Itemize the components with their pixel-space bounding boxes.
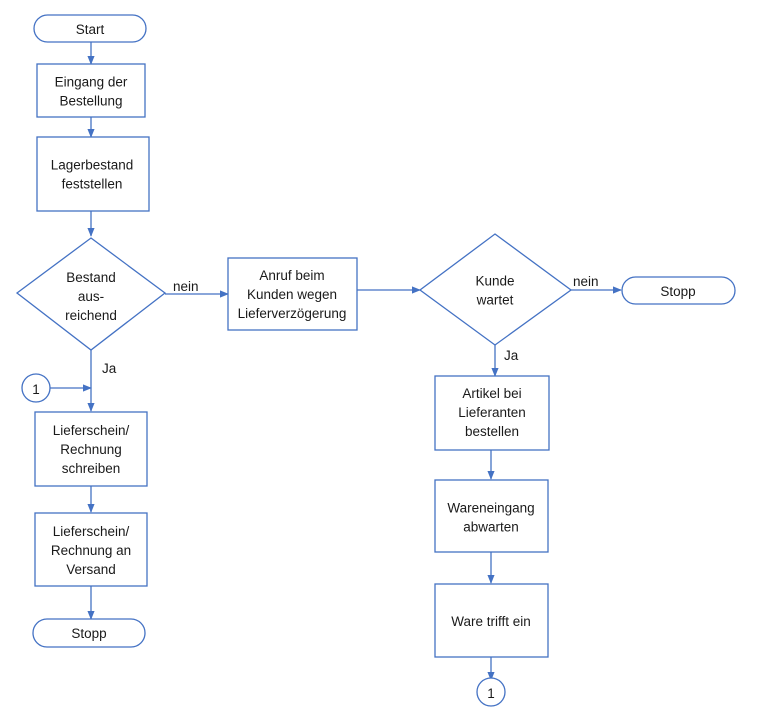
connector-1-bottom[interactable]: 1 xyxy=(476,677,506,707)
node-lagerbestand-feststellen[interactable]: Lagerbestand feststellen xyxy=(36,136,150,212)
versand-label-line: Rechnung an xyxy=(51,543,131,558)
node-lieferschein-an-versand[interactable]: Lieferschein/Rechnung an Versand xyxy=(34,512,148,587)
lieferschein-label-line: schreiben xyxy=(62,461,121,476)
versand-label-line: Versand xyxy=(66,562,116,577)
eingang-label-line: Bestellung xyxy=(59,94,122,109)
node-stopp-right[interactable]: Stopp xyxy=(621,276,736,305)
label-kunde-ja: Ja xyxy=(504,348,519,363)
anruf-label-line: Anruf beim xyxy=(259,268,324,283)
connector-bottom-label-line: 1 xyxy=(487,686,495,701)
node-lieferschein-schreiben[interactable]: Lieferschein/Rechnung schreiben xyxy=(34,411,148,487)
lieferschein-label-line: Rechnung xyxy=(60,442,122,457)
ware-label-line: Ware trifft ein xyxy=(451,614,531,629)
eingang-label-line: Eingang der xyxy=(55,75,128,90)
lagerbestand-label-line: feststellen xyxy=(62,177,123,192)
kunde-label-line: Kunde xyxy=(475,274,514,289)
label-bestand-nein: nein xyxy=(173,279,199,294)
decision-kunde-wartet[interactable]: Kunde wartet xyxy=(418,233,573,346)
artikel-label-line: bestellen xyxy=(465,424,519,439)
kunde-label-line: wartet xyxy=(476,293,514,308)
versand-label-line: Lieferschein/ xyxy=(53,524,130,539)
label-bestand-ja: Ja xyxy=(102,361,117,376)
artikel-label-line: Lieferanten xyxy=(458,405,526,420)
wareneingang-label-line: abwarten xyxy=(463,520,519,535)
anruf-label-line: Lieferverzögerung xyxy=(238,306,347,321)
node-start[interactable]: Start xyxy=(33,14,147,43)
anruf-label-line: Kunden wegen xyxy=(247,287,337,302)
connector-left-label-line: 1 xyxy=(32,382,40,397)
bestand-label-line: reichend xyxy=(65,308,117,323)
bestand-label-line: Bestand xyxy=(66,270,116,285)
node-wareneingang-abwarten[interactable]: Wareneingang abwarten xyxy=(434,479,549,553)
lieferschein-label-line: Lieferschein/ xyxy=(53,423,130,438)
edges xyxy=(50,42,622,681)
lagerbestand-label-line: Lagerbestand xyxy=(51,158,134,173)
connector-1-left[interactable]: 1 xyxy=(21,373,51,403)
start-label-line: Start xyxy=(76,22,105,37)
stopp-left-label-line: Stopp xyxy=(71,626,106,641)
stopp-right-label-line: Stopp xyxy=(660,284,695,299)
decision-bestand-ausreichend[interactable]: Bestand aus-reichend xyxy=(15,237,167,351)
artikel-label-line: Artikel bei xyxy=(462,386,521,401)
node-ware-trifft-ein[interactable]: Ware trifft ein xyxy=(434,583,549,658)
wareneingang-label-line: Wareneingang xyxy=(447,501,534,516)
node-stopp-left[interactable]: Stopp xyxy=(32,618,146,648)
label-kunde-nein: nein xyxy=(573,274,599,289)
bestand-label-line: aus- xyxy=(78,289,104,304)
